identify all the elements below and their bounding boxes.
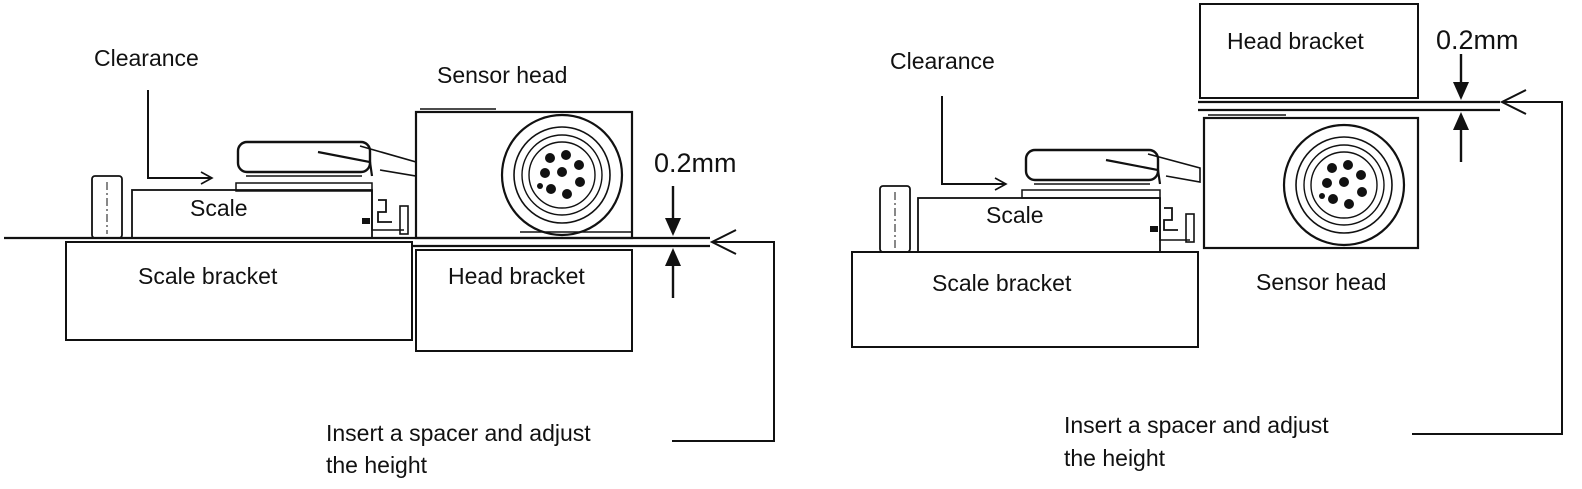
- clearance-arrow: [941, 96, 1008, 191]
- scale-bracket-block: [65, 241, 413, 341]
- head-bracket-block: [415, 249, 633, 352]
- instruction-leader: [1412, 101, 1563, 435]
- instruction-line2: the height: [326, 452, 428, 478]
- instruction-leader: [672, 241, 775, 442]
- instruction-line2: the height: [1064, 445, 1166, 471]
- instruction-arrow-head: [709, 229, 737, 255]
- gap-label: 0.2mm: [1436, 25, 1519, 55]
- clearance-label: Clearance: [94, 45, 199, 71]
- scale-label: Scale: [190, 195, 248, 221]
- instruction-arrow-head: [1499, 89, 1527, 115]
- clearance-label: Clearance: [890, 48, 995, 74]
- head-bracket-label: Head bracket: [448, 263, 585, 289]
- gap-label: 0.2mm: [654, 148, 737, 178]
- head-bracket-label: Head bracket: [1227, 28, 1364, 54]
- scale-label: Scale: [986, 202, 1044, 228]
- sensor-head-label: Sensor head: [1256, 269, 1386, 295]
- sensor-head: [414, 108, 634, 240]
- sensor-head: [1202, 114, 1420, 250]
- left-diagram: Scale bracket Head bracket Scale: [4, 45, 775, 478]
- head-bracket-block: [1199, 3, 1419, 99]
- instruction-line1: Insert a spacer and adjust: [326, 420, 591, 446]
- scale-bracket-block: [851, 251, 1199, 348]
- scale-post: [879, 185, 911, 253]
- scale-post: [91, 175, 123, 239]
- instruction-line1: Insert a spacer and adjust: [1064, 412, 1329, 438]
- clearance-arrow: [147, 90, 214, 185]
- sensor-head-label: Sensor head: [437, 62, 567, 88]
- scale-bracket-label: Scale bracket: [138, 263, 278, 289]
- right-diagram: Scale bracket Head bracket Scale: [851, 3, 1563, 471]
- scale-bracket-label: Scale bracket: [932, 270, 1072, 296]
- scale-body: [917, 148, 1201, 253]
- scale-body: [131, 140, 417, 239]
